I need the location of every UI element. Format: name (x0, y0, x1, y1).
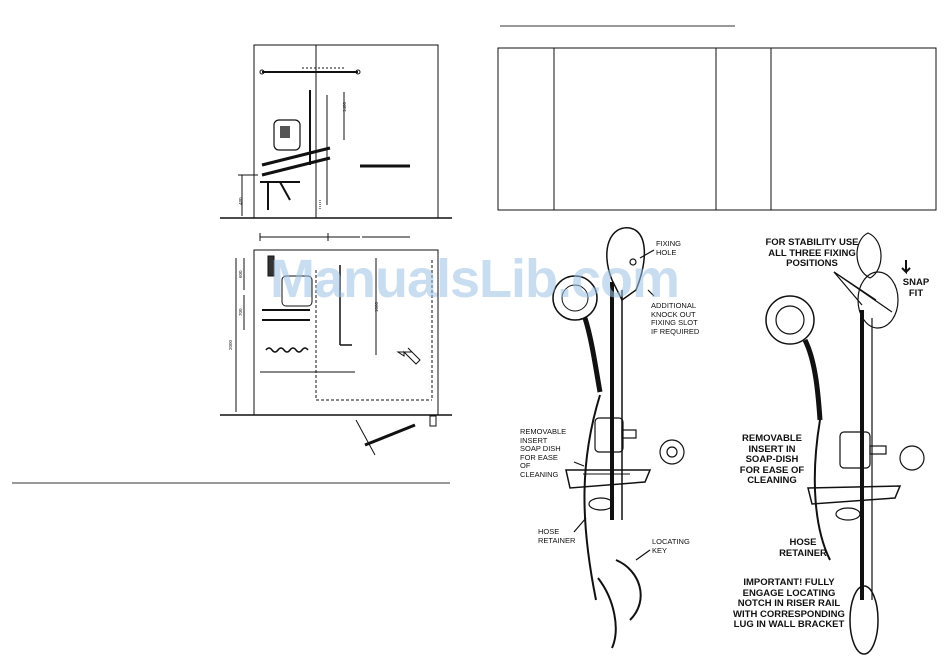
label-soap-dish-left: REMOVABLE INSERT SOAP DISH FOR EASE OF C… (520, 427, 567, 479)
label-hose-retainer-left: HOSE RETAINER (538, 527, 576, 545)
label-stability: FOR STABILITY USE ALL THREE FIXING POSIT… (765, 237, 859, 269)
dim-plan-depth: 2000 (228, 339, 233, 350)
label-hose-retainer-right: HOSE RETAINER (779, 537, 827, 559)
info-table (497, 47, 937, 211)
label-snap-fit: SNAP FIT (902, 277, 930, 299)
label-knock-out: ADDITIONAL KNOCK OUT FIXING SLOT IF REQU… (651, 301, 700, 336)
label-locating-key: LOCATING KEY (652, 537, 690, 555)
label-fixing-hole: FIXING HOLE (656, 239, 682, 257)
manualslib-watermark: ManualsLib.com (270, 249, 680, 309)
dim-plan-a: 600 (238, 270, 243, 278)
dim-elev-seat: 480 (238, 197, 243, 205)
dim-plan-b: 700 (238, 308, 243, 316)
dim-elev-height: 1400 (342, 101, 347, 112)
label-important: IMPORTANT! FULLY ENGAGE LOCATING NOTCH I… (733, 577, 845, 630)
label-soap-dish-right: REMOVABLE INSERT IN SOAP-DISH FOR EASE O… (739, 433, 805, 486)
